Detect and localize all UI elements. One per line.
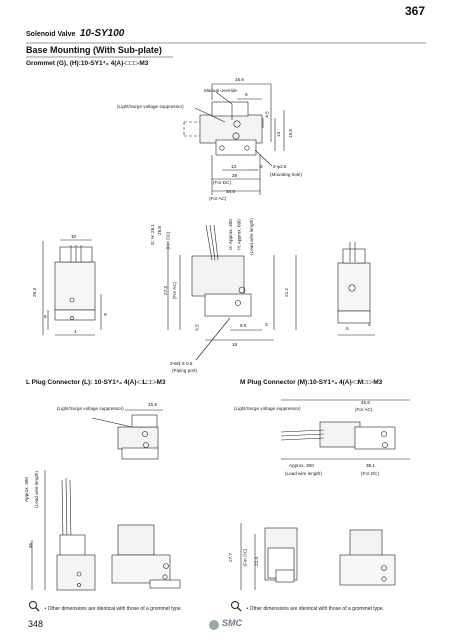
dim-19: 19	[232, 342, 238, 347]
dim-5-right: 5	[346, 326, 349, 331]
dim-5-5: 5.5	[194, 324, 200, 331]
note-left-text: • Other dimensions are identical with th…	[44, 606, 183, 612]
l-light-surge-label: (Light/Surge voltage suppressor)	[57, 406, 124, 411]
dim-21-2: 21.2	[283, 288, 289, 297]
l-plug-front-view	[111, 524, 181, 589]
m-dim-39-1: 39.1	[366, 463, 375, 468]
page-number-bottom: 348	[28, 619, 44, 629]
section-title: Base Mounting (With Sub-plate)	[26, 45, 162, 55]
for-dc-side: (For DC)	[165, 231, 171, 250]
l-plug-top-view	[91, 409, 163, 460]
smc-logo-text: SMC	[222, 618, 242, 628]
dim-9-5: 9.5	[240, 323, 247, 328]
dim-13-h: 13	[231, 164, 237, 169]
note-right: • Other dimensions are identical with th…	[230, 597, 384, 615]
dim-15-5: 15.5	[287, 129, 293, 138]
m-for-dc-vertical: (For DC)	[242, 548, 248, 567]
l-plug-title: L Plug Connector (L): 10-SY1⁴₃ 4(A)-□L□□…	[26, 379, 166, 386]
for-dc-label: (For DC)	[213, 180, 231, 185]
l-dim-36: 36	[28, 542, 34, 549]
dim-6: 6	[44, 314, 47, 319]
m-light-surge-label: (Light/Surge voltage suppressor)	[234, 406, 301, 411]
dim-4: 4	[74, 329, 77, 334]
m-plug-front-view	[240, 523, 298, 590]
m-dim-22-4: 22.4	[253, 557, 259, 566]
piping-port-label: (Piping port)	[172, 368, 198, 373]
series-name: 10-SY100	[79, 28, 125, 39]
m-plug-title: M Plug Connector (M):10-SY1⁴₃ 4(A)-□M□□-…	[240, 379, 383, 386]
g-h-label: G: H: 26.1	[149, 224, 155, 245]
dim-13-v: 13	[276, 131, 282, 138]
for-ac-label: (For AC)	[209, 196, 227, 201]
for-ac-side: (For AC)	[172, 281, 178, 300]
l-dim-15-6: 15.6	[148, 402, 157, 407]
dim-28: 28	[232, 173, 238, 178]
series-header: Solenoid Valve 10-SY100	[26, 23, 134, 39]
m-lead-wire: (Lead wire length)	[285, 471, 322, 476]
port-label: 3-M3 X 0.5	[170, 361, 193, 366]
l-lead-approx: Approx. 300	[23, 477, 29, 502]
dim-3-side: 3	[265, 322, 268, 327]
dim-26-8: 26.8	[156, 226, 162, 235]
dim-9: 9	[245, 92, 248, 97]
lead-g: G: Approx. 300	[227, 219, 233, 250]
smc-logo: SMC	[208, 618, 246, 636]
grommet-right-view	[337, 242, 375, 336]
m-dim-45-6: 45.6	[361, 400, 370, 405]
grommet-left-view	[42, 239, 102, 336]
l-lead-wire: (Lead wire length)	[33, 471, 39, 508]
m-plug-top-view	[280, 399, 410, 460]
manual-override-label: Manual override	[204, 88, 237, 93]
l-plug-side-view	[31, 470, 96, 591]
m-dim-27-7: 27.7	[227, 553, 233, 562]
dim-15-6: 15.6	[235, 77, 244, 82]
grommet-front-view	[167, 224, 297, 361]
magnifier-icon	[231, 600, 242, 612]
dim-34-5: 34.5	[226, 189, 235, 194]
smc-logo-mark	[209, 620, 219, 630]
note-left: • Other dimensions are identical with th…	[28, 597, 182, 615]
page-number-top: 367	[405, 4, 426, 18]
grommet-top-view	[183, 83, 285, 195]
m-lead-approx: Approx. 300	[289, 463, 314, 468]
dim-9-side: 9	[104, 312, 107, 317]
dim-3-right: 3	[368, 322, 371, 327]
magnifier-icon	[29, 600, 40, 612]
m-for-ac: (For AC)	[355, 407, 373, 412]
dim-4-5: 4.5	[264, 111, 270, 118]
dim-3: 3	[260, 164, 263, 169]
series-prefix: Solenoid Valve	[26, 31, 76, 38]
note-right-text: • Other dimensions are identical with th…	[246, 606, 385, 612]
dim-25-3: 25.3	[31, 288, 37, 297]
dim-27-3: 27.3	[162, 286, 168, 295]
lead-wire-side: (Lead wire length)	[248, 218, 254, 255]
grommet-title: Grommet (G), (H):10-SY1⁴₃ 4(A)-□□□-M3	[26, 60, 149, 67]
mounting-hole-label: (Mounting hole)	[270, 172, 302, 177]
lead-h: H: Approx. 600	[236, 219, 242, 250]
dim-10: 10	[71, 234, 77, 239]
m-plug-right-view	[339, 529, 396, 586]
dim-2-phi: 2-φ2.6	[273, 164, 287, 169]
light-surge-label: (Light/Surge voltage suppressor)	[117, 104, 184, 109]
m-for-dc: (For DC)	[361, 471, 379, 476]
